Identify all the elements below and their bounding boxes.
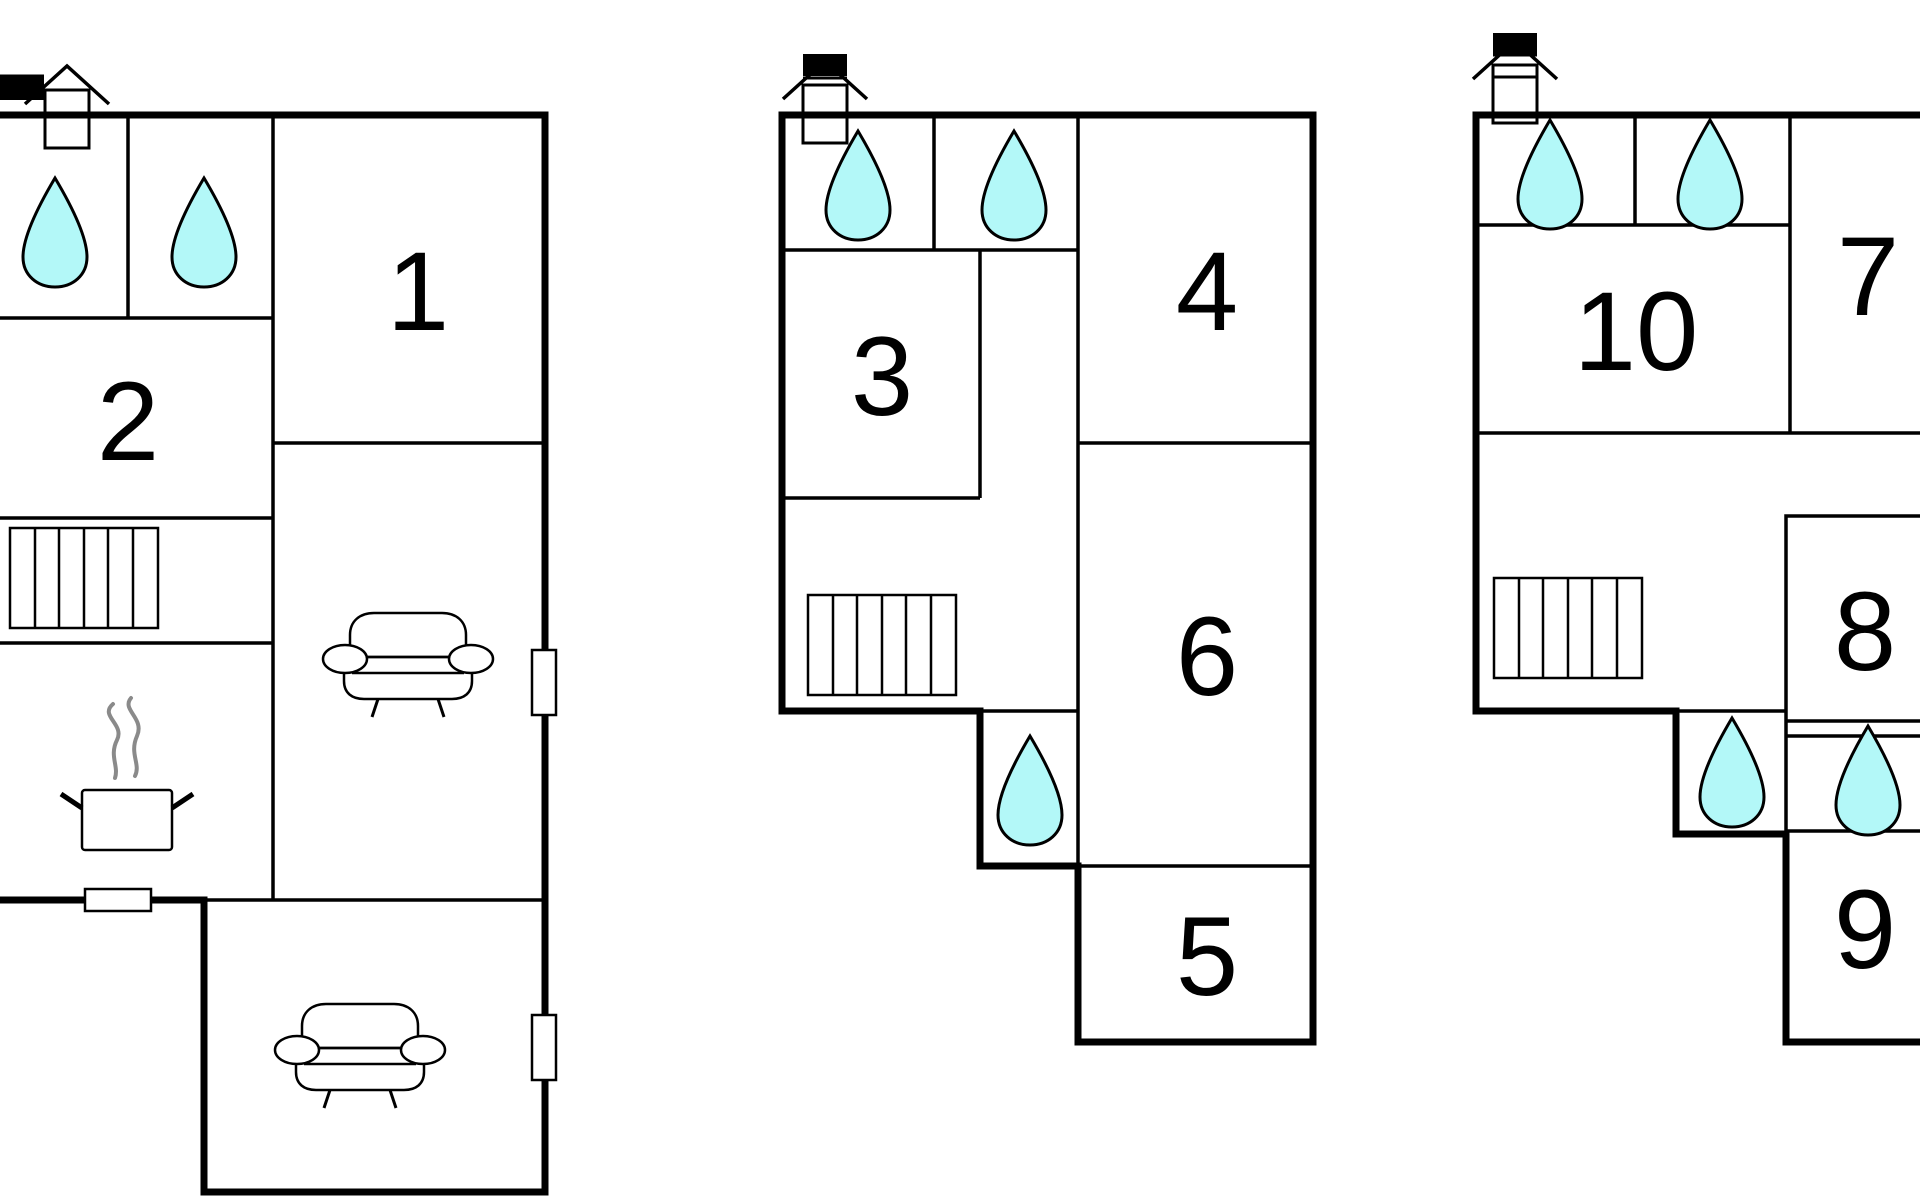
door-icon	[530, 648, 558, 717]
room-number: 3	[851, 314, 913, 439]
room-number: 1	[387, 229, 449, 354]
water-drop-icon	[824, 129, 892, 242]
room-number: 2	[97, 359, 159, 484]
door-icon	[83, 887, 153, 913]
water-drop-icon	[1834, 724, 1902, 837]
floor-2-walls	[778, 111, 1317, 1046]
sofa-icon	[273, 1002, 447, 1110]
room-number: 5	[1176, 894, 1238, 1019]
room-number: 6	[1176, 594, 1238, 719]
floor-3-walls	[1472, 111, 1920, 1046]
house-floor-icon	[1471, 33, 1559, 125]
stairs-icon	[8, 526, 160, 630]
stairs-icon	[806, 593, 958, 697]
room-number: 4	[1176, 229, 1238, 354]
water-drop-icon	[1698, 716, 1766, 829]
water-drop-icon	[996, 734, 1064, 847]
room-number: 9	[1834, 867, 1896, 992]
floor-3: 7 8 9 10	[1471, 33, 1920, 1046]
door-icon	[530, 1013, 558, 1082]
water-drop-icon	[21, 176, 89, 289]
house-floor-icon	[0, 64, 111, 150]
floor-1-walls	[0, 111, 549, 1196]
floor-2: 3 4 5 6	[778, 54, 1317, 1046]
water-drop-icon	[1516, 118, 1584, 231]
water-drop-icon	[170, 176, 238, 289]
room-number: 7	[1837, 214, 1899, 339]
sofa-icon	[321, 611, 495, 719]
stairs-icon	[1492, 576, 1644, 680]
water-drop-icon	[1676, 118, 1744, 231]
water-drop-icon	[980, 129, 1048, 242]
cooking-pot-icon	[61, 698, 193, 850]
floor-1: 1 2	[0, 64, 558, 1196]
room-number: 8	[1834, 569, 1896, 694]
room-number: 10	[1574, 269, 1699, 394]
house-floor-icon	[781, 54, 869, 145]
